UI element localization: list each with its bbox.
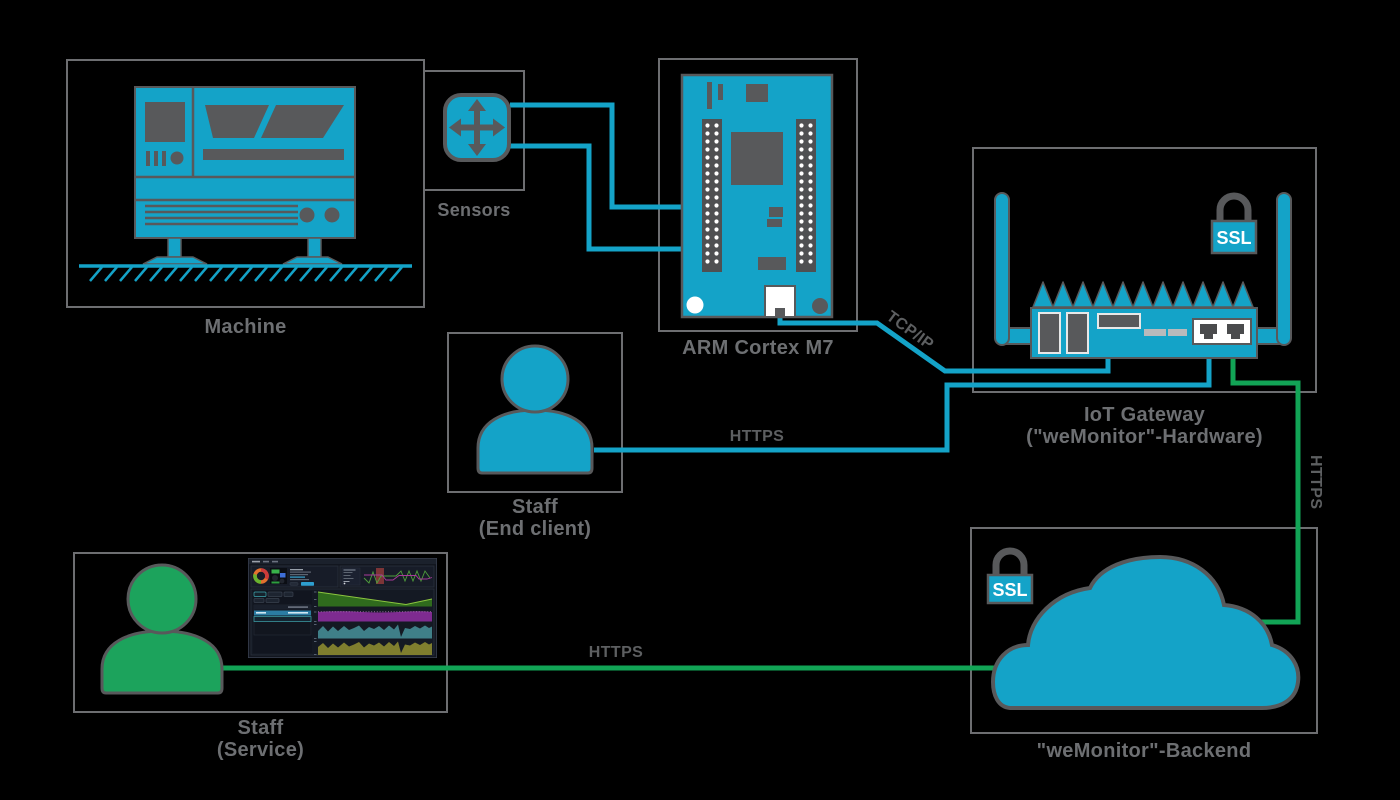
- https-backend-label: HTTPS: [1307, 455, 1324, 510]
- ssl-lock-icon: SSL: [986, 547, 1034, 605]
- monitoring-dashboard-thumbnail: [248, 558, 437, 658]
- backend-box: [970, 527, 1318, 734]
- arm-box: [658, 58, 858, 332]
- staff-end-client-label: Staff (End client): [447, 496, 623, 540]
- backend-label: "weMonitor"-Backend: [970, 740, 1318, 762]
- pin-dots-right: [799, 123, 813, 264]
- ssl-lock-icon: SSL: [1210, 192, 1258, 255]
- machine-label-text: Machine: [204, 316, 287, 338]
- pin-header-right: [796, 119, 816, 272]
- sensors-label-text: Sensors: [437, 200, 511, 220]
- gateway-label-line2: ("weMonitor"-Hardware): [1026, 426, 1263, 448]
- https-service-label: HTTPS: [588, 644, 644, 661]
- gateway-label-line1: IoT Gateway: [1083, 404, 1206, 426]
- sensors-label: Sensors: [423, 199, 525, 221]
- ethernet-ports: [1192, 318, 1252, 345]
- mini-charts: [314, 591, 433, 655]
- cloud-icon: SSL: [986, 547, 1301, 710]
- sensor-line-2: [510, 143, 686, 252]
- backend-label-text: "weMonitor"-Backend: [1036, 740, 1252, 762]
- person-icon: [476, 344, 594, 475]
- microcontroller-board-icon: [680, 73, 834, 319]
- router-icon: SSL: [994, 192, 1292, 359]
- staff-service-label: Staff (Service): [73, 717, 448, 761]
- staff-service-line2: (Service): [216, 739, 305, 761]
- cnc-machine-icon: [79, 86, 412, 282]
- antenna-right-icon: [1254, 192, 1292, 346]
- cpu-chip: [731, 132, 783, 185]
- https-backend-line: [1230, 340, 1301, 625]
- ssl-badge-label: SSL: [1216, 228, 1251, 248]
- sensors-box: [423, 70, 525, 191]
- sensor-line-1: [510, 102, 686, 210]
- staff-end-client-box: [447, 332, 623, 493]
- ground-hatching: [89, 266, 403, 282]
- machine-screen: [145, 102, 185, 142]
- arm-label: ARM Cortex M7: [658, 337, 858, 359]
- person-icon: [100, 563, 224, 695]
- https-client-label: HTTPS: [729, 428, 785, 445]
- ssl-badge-label: SSL: [992, 580, 1027, 600]
- donut-chart: [253, 568, 269, 584]
- https-client-line: [594, 340, 1212, 453]
- antenna-left-icon: [994, 192, 1035, 346]
- staff-end-client-line2: (End client): [478, 518, 592, 540]
- staff-service-line1: Staff: [237, 717, 284, 739]
- staff-service-box: [73, 552, 448, 713]
- arm-label-text: ARM Cortex M7: [682, 337, 834, 359]
- gateway-label: IoT Gateway ("weMonitor"-Hardware): [952, 404, 1337, 448]
- staff-end-client-line1: Staff: [512, 496, 558, 518]
- pin-header-left: [702, 119, 722, 272]
- machine-window-right: [261, 105, 344, 138]
- machine-label: Machine: [66, 316, 425, 338]
- machine-window-left: [205, 105, 269, 138]
- gateway-box: [972, 147, 1317, 393]
- pin-dots-left: [705, 123, 719, 264]
- tcpip-line: [777, 310, 1111, 374]
- move-arrows-icon: [443, 93, 511, 162]
- heatsink-fins: [1032, 281, 1254, 308]
